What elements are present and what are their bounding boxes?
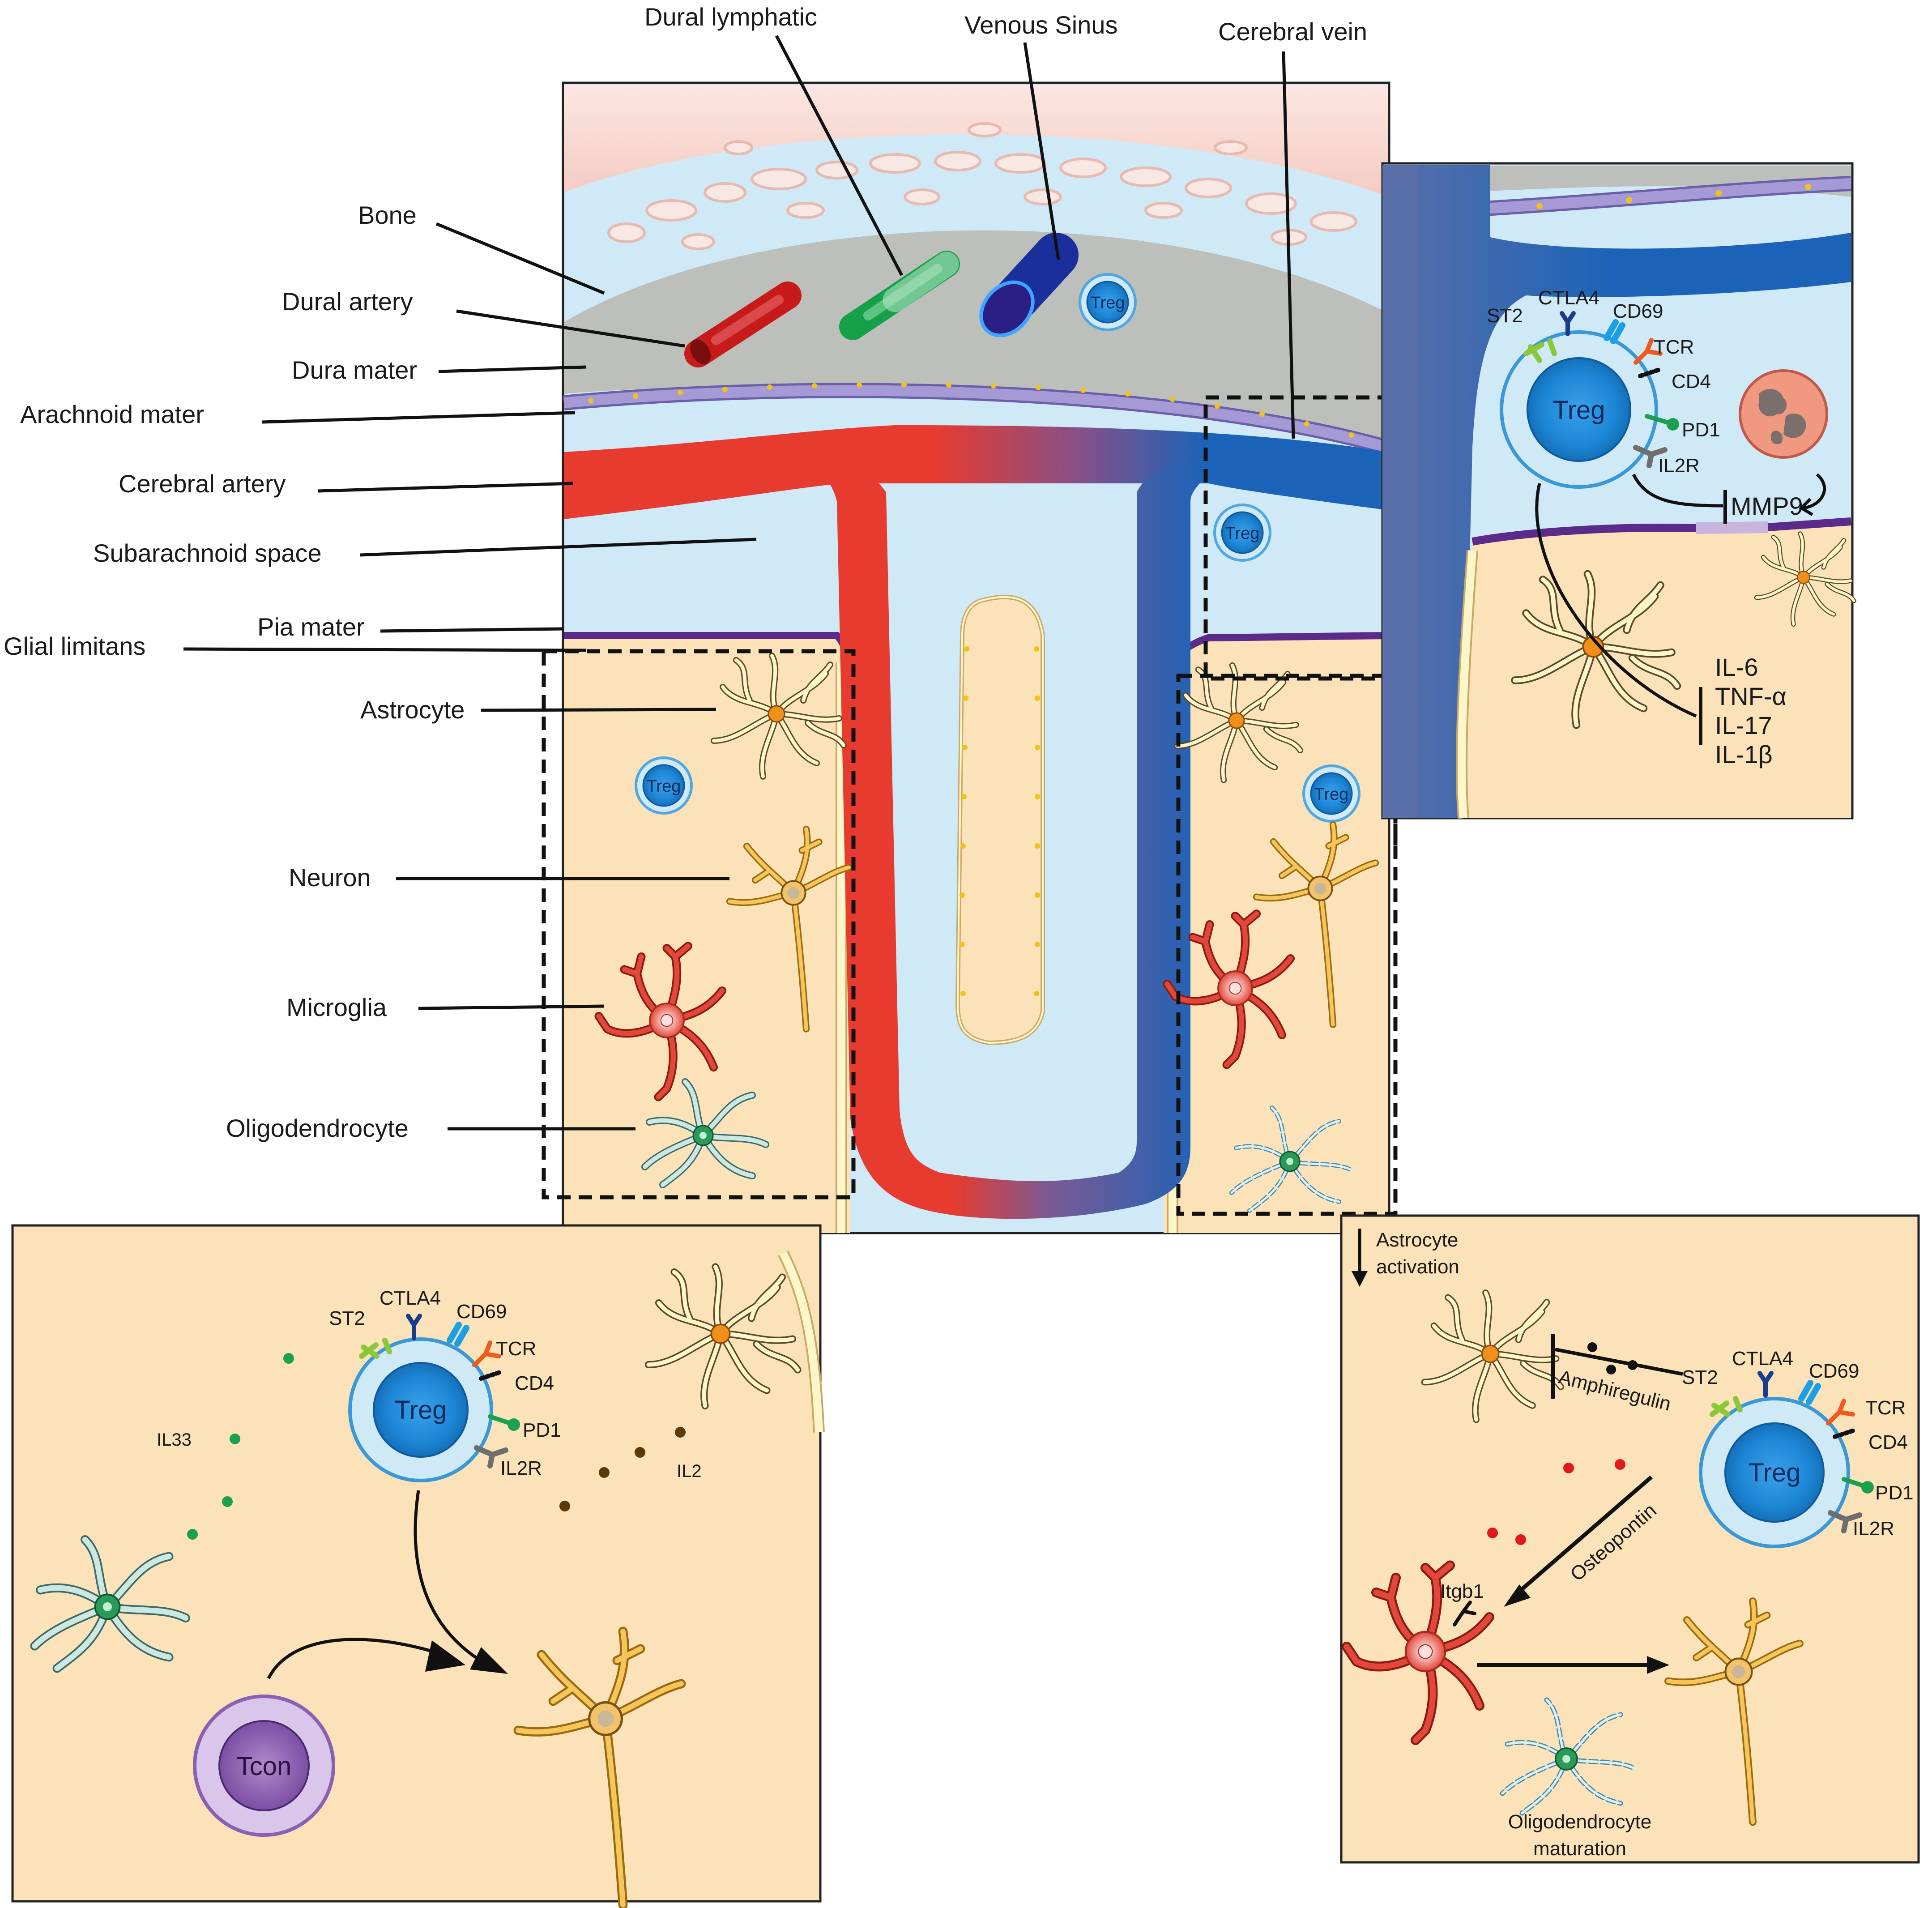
il2-label: IL2 bbox=[677, 1461, 702, 1481]
label-neuron: Neuron bbox=[289, 863, 371, 892]
tcon-cell: Tcon bbox=[193, 1695, 335, 1837]
svg-text:TCR: TCR bbox=[1865, 1397, 1906, 1419]
svg-text:IL2R: IL2R bbox=[1658, 455, 1700, 477]
label-oligodendrocyte: Oligodendrocyte bbox=[226, 1114, 409, 1142]
svg-text:CTLA4: CTLA4 bbox=[1732, 1348, 1793, 1370]
mmp9-label: MMP9 bbox=[1731, 492, 1803, 520]
zoom-box-right-lower bbox=[1176, 674, 1398, 1216]
label-dural-lymphatic: Dural lymphatic bbox=[644, 3, 817, 31]
dural-artery-vessel bbox=[684, 282, 802, 367]
svg-text:CD4: CD4 bbox=[1868, 1431, 1908, 1453]
svg-text:IL-1β: IL-1β bbox=[1715, 740, 1773, 768]
zoom-box-left bbox=[542, 649, 856, 1199]
dural-lymphatic-vessel bbox=[839, 251, 960, 340]
label-bone: Bone bbox=[358, 201, 417, 229]
treg-cell-parenchyma-right: Treg bbox=[1304, 766, 1359, 821]
svg-text:Treg: Treg bbox=[1091, 294, 1125, 312]
cytokine-list: IL-6 TNF-α IL-17 IL-1β bbox=[1715, 653, 1787, 768]
svg-text:Treg: Treg bbox=[647, 777, 681, 796]
svg-text:Treg: Treg bbox=[1552, 396, 1605, 425]
svg-text:CD4: CD4 bbox=[515, 1372, 554, 1394]
il33-label: IL33 bbox=[157, 1430, 192, 1450]
treg-receptor-cell-left: Treg ST2 CTLA4 CD69 TCR CD4 PD1 IL2R bbox=[329, 1287, 561, 1482]
inset-bottom-right: Astrocyte activation Amphiregulin Treg bbox=[1340, 1214, 1920, 1864]
svg-text:TCR: TCR bbox=[1654, 336, 1694, 358]
oligodendrocyte-maturation-label-2: maturation bbox=[1533, 1838, 1626, 1860]
label-pia-mater: Pia mater bbox=[257, 613, 365, 641]
label-dural-artery: Dural artery bbox=[282, 287, 413, 316]
label-microglia: Microglia bbox=[286, 993, 387, 1021]
label-dura-mater: Dura mater bbox=[292, 356, 417, 384]
astrocyte-activation-label-1: Astrocyte bbox=[1376, 1229, 1458, 1251]
svg-text:CD4: CD4 bbox=[1672, 371, 1711, 393]
label-subarachnoid-space: Subarachnoid space bbox=[93, 539, 322, 567]
inset-bottom-left: Treg ST2 CTLA4 CD69 TCR CD4 PD1 IL2R bbox=[11, 1224, 825, 1905]
treg-cell-parenchyma-left: Treg bbox=[636, 758, 691, 813]
svg-text:ST2: ST2 bbox=[1487, 305, 1523, 327]
svg-text:PD1: PD1 bbox=[1875, 1482, 1914, 1504]
label-arachnoid-mater: Arachnoid mater bbox=[20, 400, 204, 428]
svg-text:ST2: ST2 bbox=[1682, 1366, 1718, 1388]
venous-sinus-vessel bbox=[979, 233, 1079, 337]
svg-text:CTLA4: CTLA4 bbox=[380, 1287, 441, 1309]
svg-text:TNF-α: TNF-α bbox=[1715, 682, 1787, 710]
main-panel: Treg Treg Treg Treg bbox=[542, 81, 1398, 1235]
svg-text:CTLA4: CTLA4 bbox=[1538, 287, 1599, 309]
label-cerebral-vein: Cerebral vein bbox=[1218, 17, 1367, 46]
treg-cell-subarachnoid: Treg bbox=[1215, 505, 1270, 560]
treg-receptor-cell-inset: Treg ST2 CTLA4 CD69 TCR CD4 PD1 IL2R bbox=[1487, 287, 1720, 489]
svg-text:Tcon: Tcon bbox=[237, 1752, 292, 1781]
svg-text:IL2R: IL2R bbox=[500, 1457, 542, 1479]
left-labels: Bone Dural artery Dura mater Arachnoid m… bbox=[4, 201, 757, 1142]
treg-receptor-cell-bottom-right: Treg ST2 CTLA4 CD69 TCR CD4 PD1 IL2R bbox=[1682, 1348, 1914, 1548]
zoom-box-right-upper bbox=[1203, 395, 1388, 681]
svg-text:Treg: Treg bbox=[1225, 524, 1260, 543]
inset-top-right: Treg ST2 CTLA4 CD69 TCR CD4 PD1 IL2R MM bbox=[1381, 162, 1854, 820]
oligodendrocyte-maturation-label-1: Oligodendrocyte bbox=[1508, 1811, 1651, 1833]
myeloid-cell bbox=[1739, 369, 1828, 459]
label-cerebral-artery: Cerebral artery bbox=[119, 470, 286, 498]
svg-text:IL-6: IL-6 bbox=[1715, 653, 1758, 681]
svg-text:TCR: TCR bbox=[496, 1338, 536, 1360]
svg-text:ST2: ST2 bbox=[329, 1307, 365, 1329]
astrocyte-activation-label-2: activation bbox=[1376, 1256, 1459, 1278]
svg-text:CD69: CD69 bbox=[456, 1301, 507, 1323]
treg-cell-dura: Treg bbox=[1080, 274, 1135, 330]
svg-text:PD1: PD1 bbox=[523, 1419, 561, 1441]
label-astrocyte: Astrocyte bbox=[360, 696, 465, 724]
svg-text:Treg: Treg bbox=[1314, 785, 1349, 804]
svg-text:IL-17: IL-17 bbox=[1715, 711, 1772, 739]
top-labels: Dural lymphatic Venous Sinus Cerebral ve… bbox=[644, 3, 1367, 439]
svg-text:PD1: PD1 bbox=[1682, 419, 1720, 441]
itgb1-label: Itgb1 bbox=[1440, 1580, 1484, 1602]
svg-text:Treg: Treg bbox=[394, 1396, 447, 1425]
label-venous-sinus: Venous Sinus bbox=[964, 11, 1117, 39]
svg-text:IL2R: IL2R bbox=[1853, 1518, 1894, 1540]
svg-text:Treg: Treg bbox=[1748, 1458, 1800, 1487]
svg-text:CD69: CD69 bbox=[1809, 1360, 1859, 1382]
svg-text:CD69: CD69 bbox=[1613, 300, 1663, 322]
label-glial-limitans: Glial limitans bbox=[4, 632, 145, 660]
